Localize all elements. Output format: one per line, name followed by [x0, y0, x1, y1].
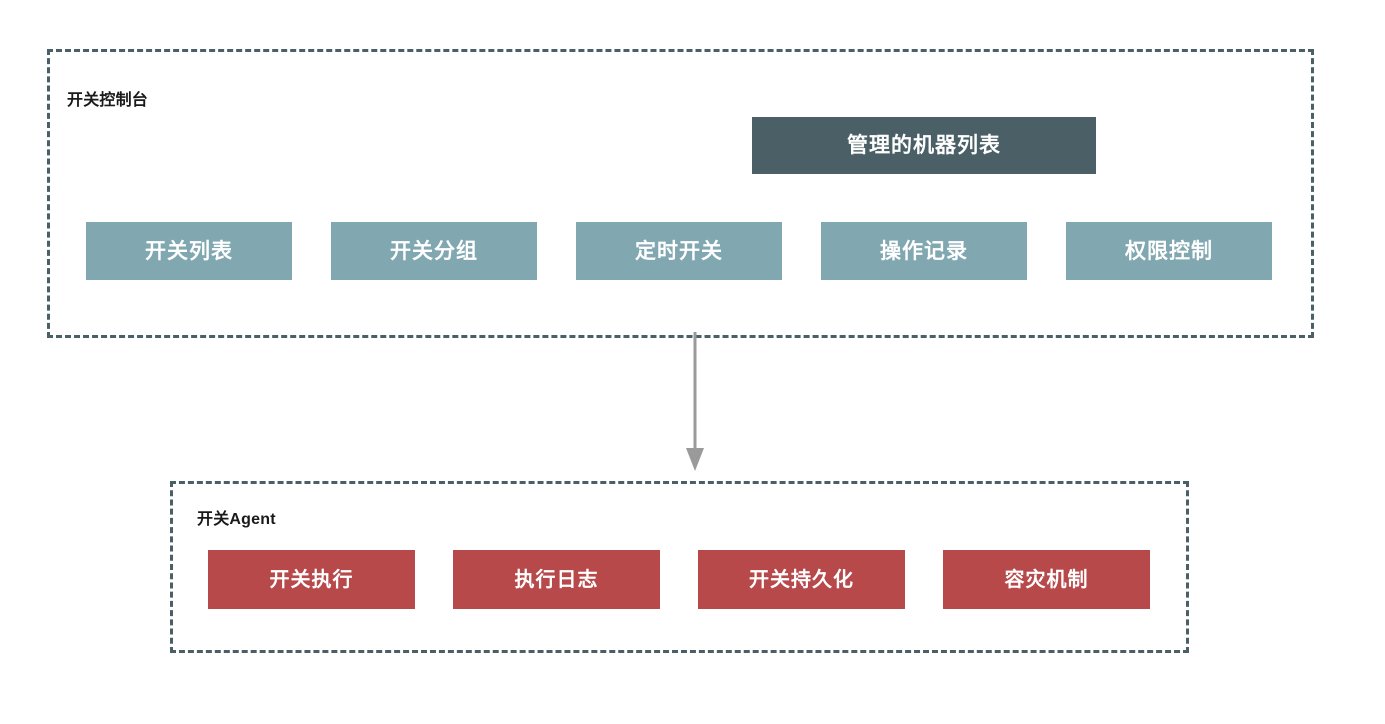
module-disaster-recovery-label: 容灾机制: [1004, 568, 1089, 591]
module-scheduled-switch[interactable]: 定时开关: [576, 222, 782, 280]
managed-machine-list-box[interactable]: 管理的机器列表: [752, 117, 1096, 174]
console-to-agent-arrow-icon: [686, 332, 704, 471]
managed-machine-list-label: 管理的机器列表: [847, 134, 1001, 157]
module-permission-control-label: 权限控制: [1125, 239, 1213, 263]
module-switch-persistence-label: 开关持久化: [749, 568, 854, 591]
module-switch-group[interactable]: 开关分组: [331, 222, 537, 280]
module-switch-execution-label: 开关执行: [269, 568, 354, 591]
module-switch-group-label: 开关分组: [390, 239, 478, 263]
module-switch-list[interactable]: 开关列表: [86, 222, 292, 280]
module-switch-list-label: 开关列表: [145, 239, 233, 263]
module-disaster-recovery[interactable]: 容灾机制: [943, 550, 1150, 609]
module-switch-execution[interactable]: 开关执行: [208, 550, 415, 609]
agent-container-title: 开关Agent: [197, 511, 276, 528]
module-operation-record-label: 操作记录: [880, 239, 968, 263]
module-scheduled-switch-label: 定时开关: [635, 239, 723, 263]
console-container: [47, 49, 1314, 338]
module-operation-record[interactable]: 操作记录: [821, 222, 1027, 280]
module-execution-log-label: 执行日志: [514, 568, 599, 591]
agent-container: [170, 481, 1189, 653]
console-container-title: 开关控制台: [67, 92, 149, 109]
module-permission-control[interactable]: 权限控制: [1066, 222, 1272, 280]
module-execution-log[interactable]: 执行日志: [453, 550, 660, 609]
module-switch-persistence[interactable]: 开关持久化: [698, 550, 905, 609]
